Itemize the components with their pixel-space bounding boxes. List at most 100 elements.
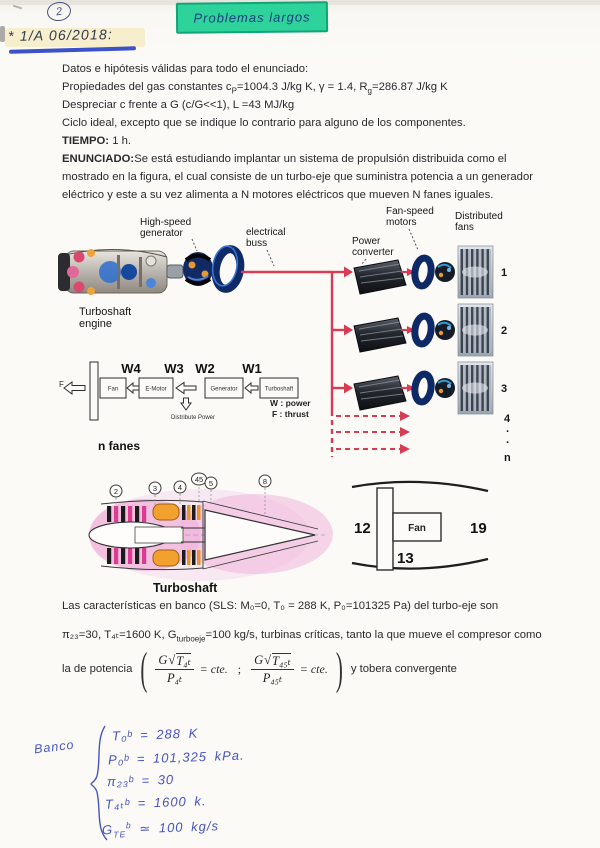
row-number-1: 1 bbox=[501, 267, 507, 279]
label-electrical-buss-2: buss bbox=[246, 238, 267, 249]
station-lines bbox=[115, 487, 266, 522]
label-high-speed-generator-2: generator bbox=[140, 228, 183, 239]
power-flow-box-labels: Fan E-Motor Generator Turboshaft Distrib… bbox=[108, 387, 294, 422]
power-flow-legend: W : power F : thrust bbox=[270, 398, 311, 419]
intro-line-2: Propiedades del gas constantes cP=1004.3… bbox=[62, 81, 448, 96]
equals-cte-2: = cte. bbox=[299, 661, 328, 676]
banco-label: Banco bbox=[33, 737, 76, 757]
fan-row-1 bbox=[353, 245, 494, 299]
enunciado-line-1: ENUNCIADO:Se está estudiando implantar u… bbox=[62, 153, 507, 165]
note-t0: T₀ᵇ = 288 K bbox=[111, 725, 199, 744]
exam-ref-text: * 1/A 06/2018: bbox=[7, 26, 114, 44]
label-turboshaft-engine-2: engine bbox=[79, 318, 112, 330]
station-12: 12 bbox=[354, 520, 371, 537]
row-number-2: 2 bbox=[501, 325, 507, 337]
figure-labels: High-speed generator electrical buss Tur… bbox=[79, 206, 503, 330]
box-emotor-label: E-Motor bbox=[145, 387, 166, 393]
w1-label: W1 bbox=[242, 361, 262, 376]
w2-label: W2 bbox=[195, 361, 215, 376]
station-markers: 2 3 4 45 5 8 bbox=[109, 472, 272, 498]
turbine-stages bbox=[182, 505, 201, 565]
turboshaft-caption: Turboshaft bbox=[153, 581, 218, 595]
row-number-3: 3 bbox=[501, 383, 507, 395]
open-paren: ( bbox=[140, 642, 148, 694]
handwritten-brace bbox=[90, 725, 108, 841]
box-generator-label: Generator bbox=[210, 387, 237, 393]
fan-duct-diagram: Fan 12 13 19 bbox=[351, 480, 489, 571]
pen-tick-mark bbox=[12, 4, 23, 10]
fan-row-3 bbox=[353, 361, 494, 415]
distribute-power-label: Distribute Power bbox=[171, 415, 215, 421]
row-dot-1: · bbox=[506, 426, 510, 438]
station-2: 2 bbox=[114, 487, 118, 496]
label-power-converter: Power bbox=[352, 236, 381, 247]
page-number-text: 2 bbox=[55, 5, 63, 18]
note-t4t: T₄ₜᵇ = 1600 k. bbox=[104, 793, 207, 812]
fan-duct-stations: 12 13 19 bbox=[354, 520, 487, 567]
row-number-4: 4 bbox=[504, 413, 511, 425]
label-leader-lines bbox=[191, 228, 419, 267]
label-high-speed-generator: High-speed bbox=[140, 217, 191, 228]
electrical-buss-ring bbox=[211, 245, 245, 293]
note-p0: P₀ᵇ = 101,325 kPa. bbox=[107, 747, 245, 768]
label-distributed-fans-2: fans bbox=[455, 222, 474, 233]
fan-hub-rect bbox=[392, 512, 442, 542]
label-fan-speed-motors-2: motors bbox=[386, 217, 417, 228]
w3-label: W3 bbox=[164, 361, 184, 376]
fraction-2: G√T₄₅ₜ P₄₅ₜ bbox=[251, 652, 294, 686]
row-dot-2: · bbox=[506, 437, 510, 449]
legend-w-power: W : power bbox=[270, 398, 311, 408]
sls-line-1: Las características en banco (SLS: M₀=0,… bbox=[62, 600, 499, 612]
cross-section-drawing bbox=[88, 489, 333, 581]
label-turboshaft-engine: Turboshaft bbox=[79, 306, 131, 318]
power-flow-boxes bbox=[63, 361, 299, 421]
enunciado-line-2: mostrado en la figura, el cual consiste … bbox=[62, 171, 533, 183]
label-fan-speed-motors: Fan-speed bbox=[386, 206, 434, 217]
duct-top-line bbox=[351, 480, 489, 493]
label-electrical-buss: electrical bbox=[246, 227, 285, 238]
bus-arrowheads bbox=[344, 266, 415, 454]
n-fanes-label: n fanes bbox=[98, 439, 140, 453]
duct-bottom-line bbox=[351, 557, 489, 570]
fan-row-2 bbox=[353, 303, 494, 357]
station-4: 4 bbox=[178, 483, 182, 492]
note-gte: GTEb ≃ 100 kg/s bbox=[101, 818, 220, 840]
box-fan-label: Fan bbox=[108, 387, 118, 393]
electrical-bus-lines bbox=[241, 270, 400, 457]
label-power-converter-2: converter bbox=[352, 247, 394, 258]
close-paren: ) bbox=[335, 642, 343, 694]
formula-intro: la de potencia bbox=[62, 663, 133, 675]
exam-ref-highlight bbox=[5, 28, 145, 47]
exam-ref-underline bbox=[8, 46, 137, 54]
station-13: 13 bbox=[397, 550, 414, 567]
topic-text: Problemas largos bbox=[193, 9, 311, 26]
topic-highlight-box: Problemas largos bbox=[175, 1, 329, 34]
station-8: 8 bbox=[263, 477, 267, 486]
station-45: 45 bbox=[195, 475, 203, 484]
equals-cte-1: = cte. bbox=[199, 661, 228, 676]
label-distributed-fans: Distributed bbox=[455, 211, 503, 222]
station-5: 5 bbox=[209, 479, 213, 488]
power-flow-diagram: F Fan E-Motor Generator Turboshaft Distr… bbox=[59, 361, 311, 453]
box-turboshaft-label: Turboshaft bbox=[265, 387, 294, 393]
fan-row-numbers: 1 2 3 4 · · n bbox=[501, 267, 511, 464]
intro-line-1: Datos e hipótesis válidas para todo el e… bbox=[62, 63, 309, 75]
intro-line-3: Despreciar c frente a G (c/G<<1), L =43 … bbox=[62, 99, 295, 111]
legend-f-thrust: F : thrust bbox=[272, 409, 309, 419]
thrust-f-label: F bbox=[59, 380, 64, 389]
formula-separator: ; bbox=[237, 661, 242, 676]
high-speed-generator-illustration bbox=[183, 252, 213, 286]
station-3: 3 bbox=[153, 484, 157, 493]
station-19: 19 bbox=[470, 520, 487, 537]
w4-label: W4 bbox=[121, 361, 141, 376]
turboshaft-cross-section: 2 3 4 45 5 8 Turboshaft bbox=[88, 472, 333, 595]
fraction-1: G√T₄ₜ P₄ₜ bbox=[155, 652, 194, 686]
row-number-n: n bbox=[504, 452, 511, 464]
fan-box-label: Fan bbox=[408, 523, 426, 534]
turboshaft-engine-illustration bbox=[58, 248, 184, 295]
intro-line-4: Ciclo ideal, excepto que se indique lo c… bbox=[62, 117, 466, 129]
corrected-flow-formula: la de potencia ( G√T₄ₜ P₄ₜ = cte. ; G√T₄… bbox=[62, 642, 457, 694]
note-pi23: π₂₃ᵇ = 30 bbox=[106, 771, 175, 790]
scan-smudge bbox=[0, 26, 5, 42]
